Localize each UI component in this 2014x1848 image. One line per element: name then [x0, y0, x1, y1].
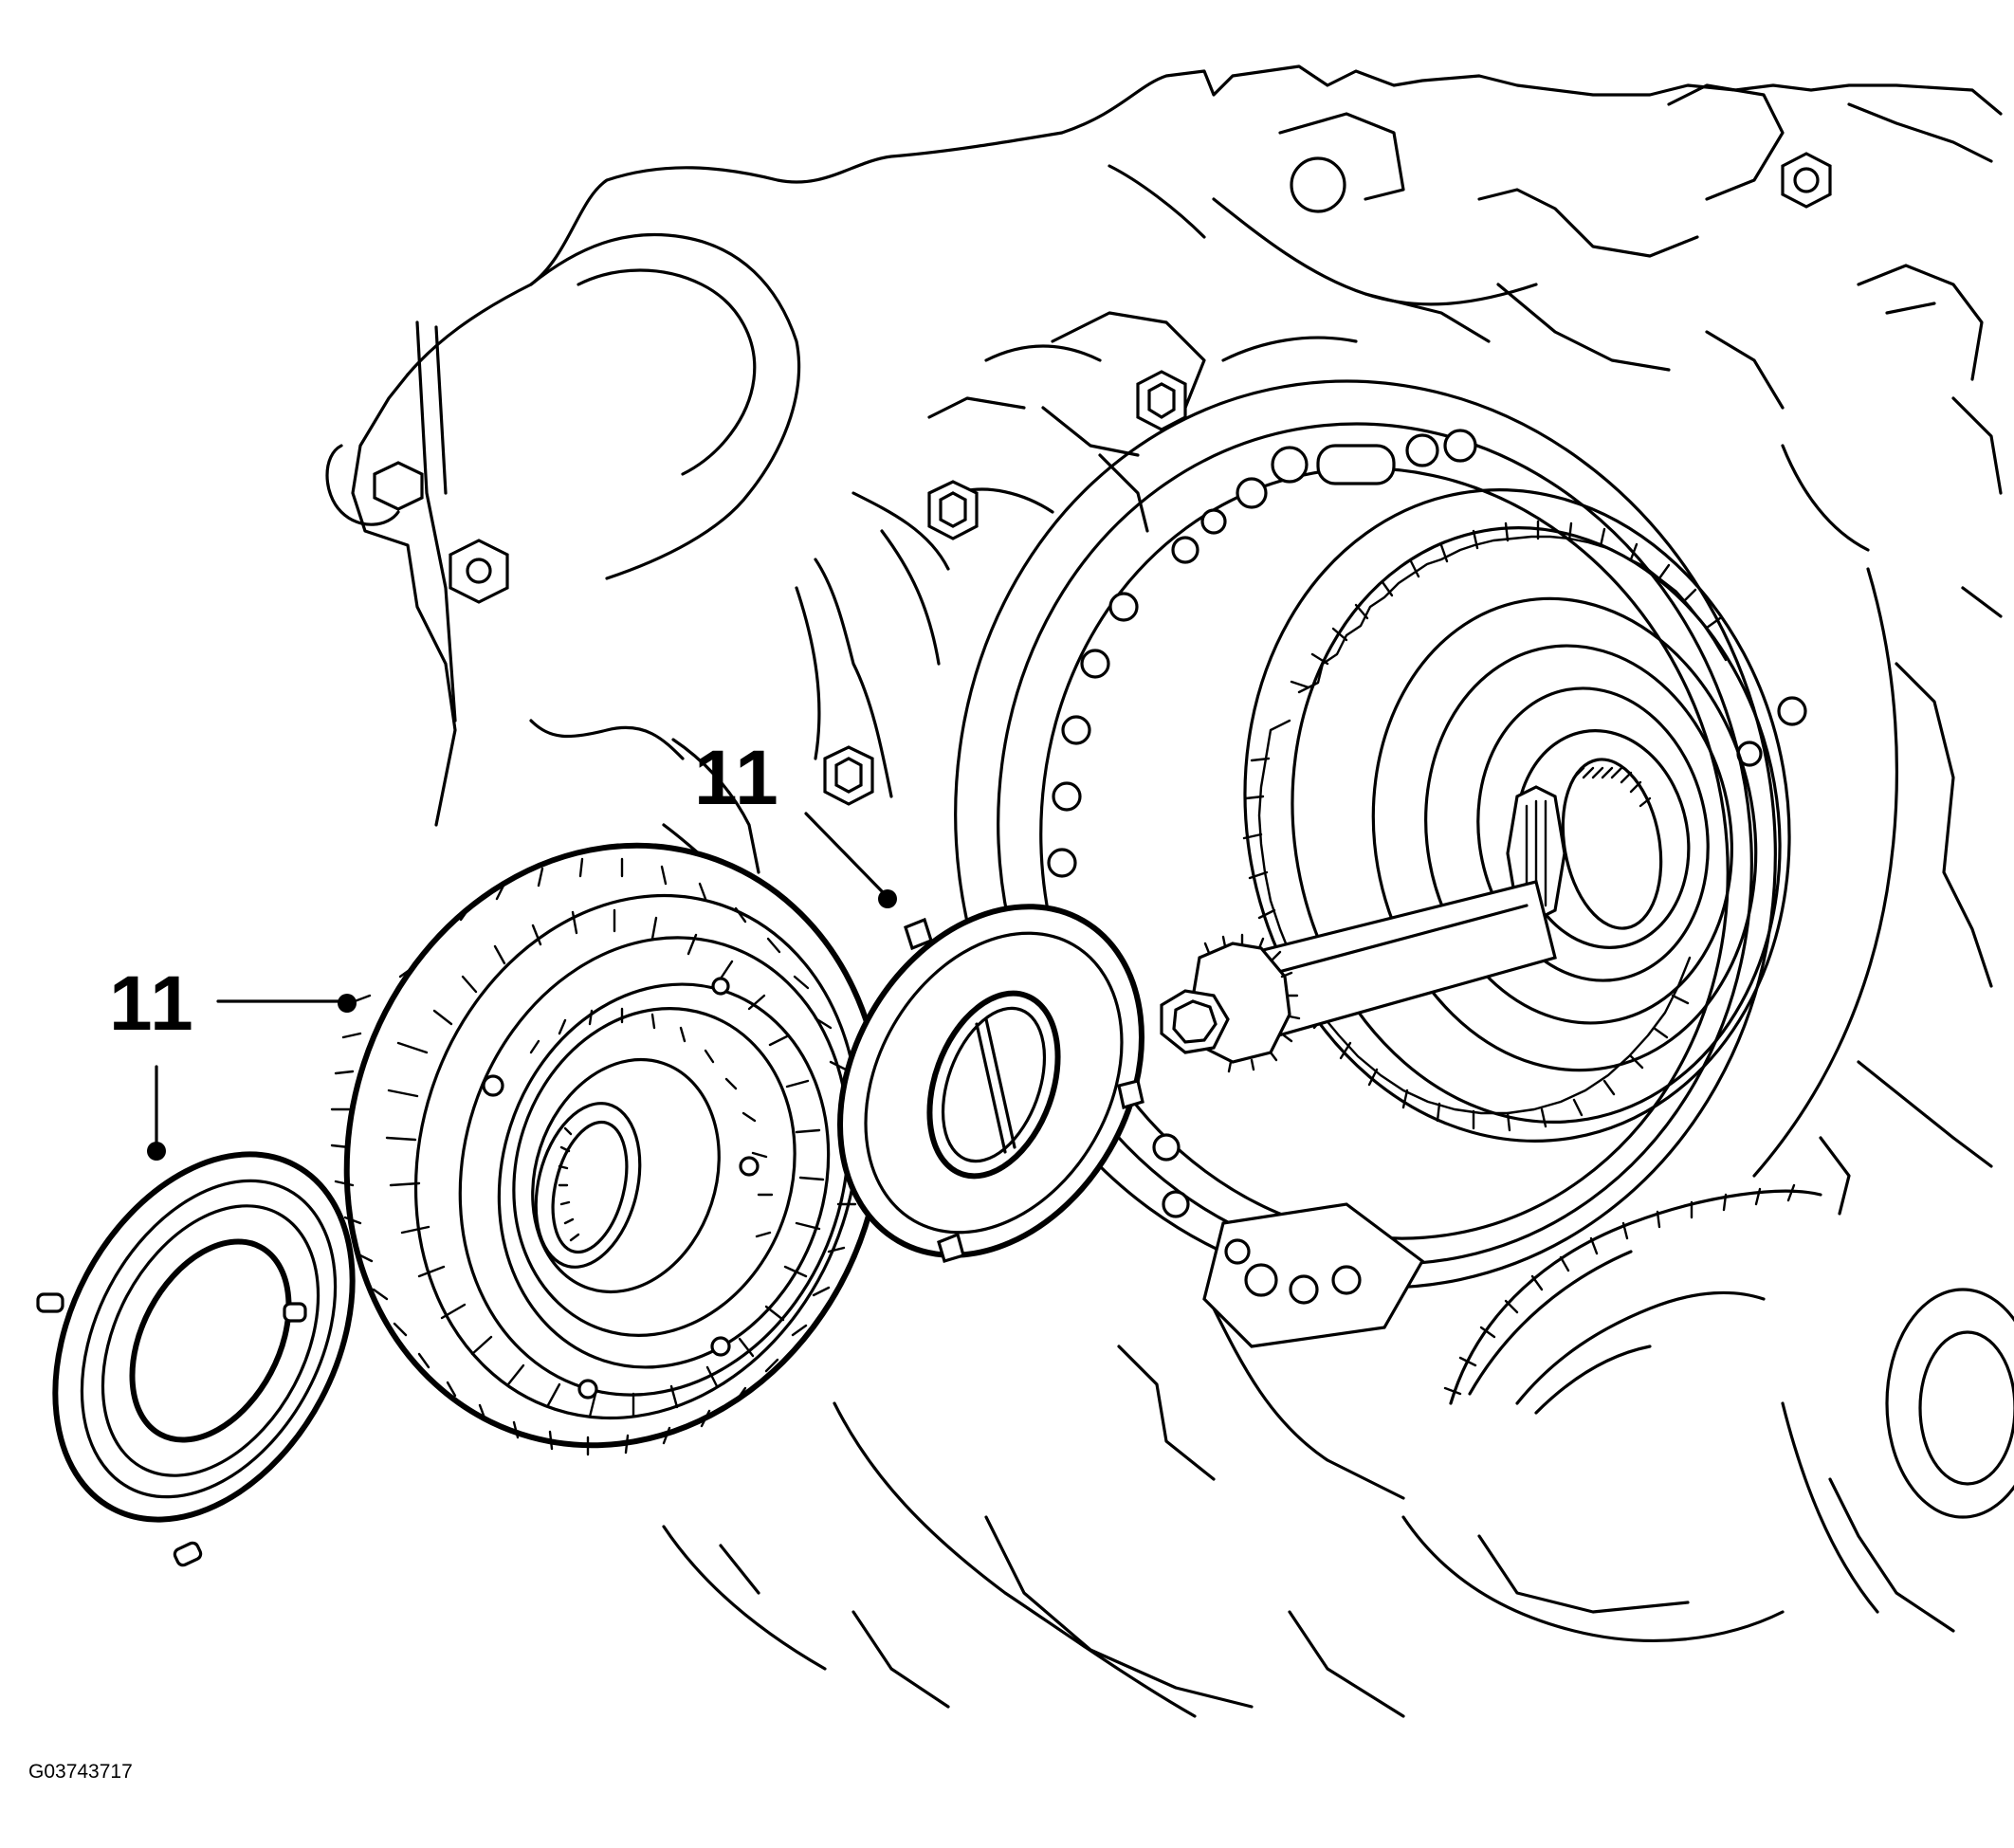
callout-label-top: 11 [694, 735, 780, 821]
ring-gear [1242, 488, 1791, 1143]
thrust-washer-front [36, 1151, 356, 1567]
figure-id: G03743717 [28, 1761, 133, 1783]
clutch-drum [330, 842, 886, 1456]
housing-bolts [823, 370, 1187, 806]
input-shaft [1160, 880, 1557, 1073]
transmission-housing [325, 64, 2014, 1718]
callout-leaders [147, 812, 897, 1161]
thrust-washer-rear [837, 904, 1144, 1263]
planetary-gear [1443, 1136, 1851, 1415]
callout-label-left: 11 [109, 961, 195, 1047]
